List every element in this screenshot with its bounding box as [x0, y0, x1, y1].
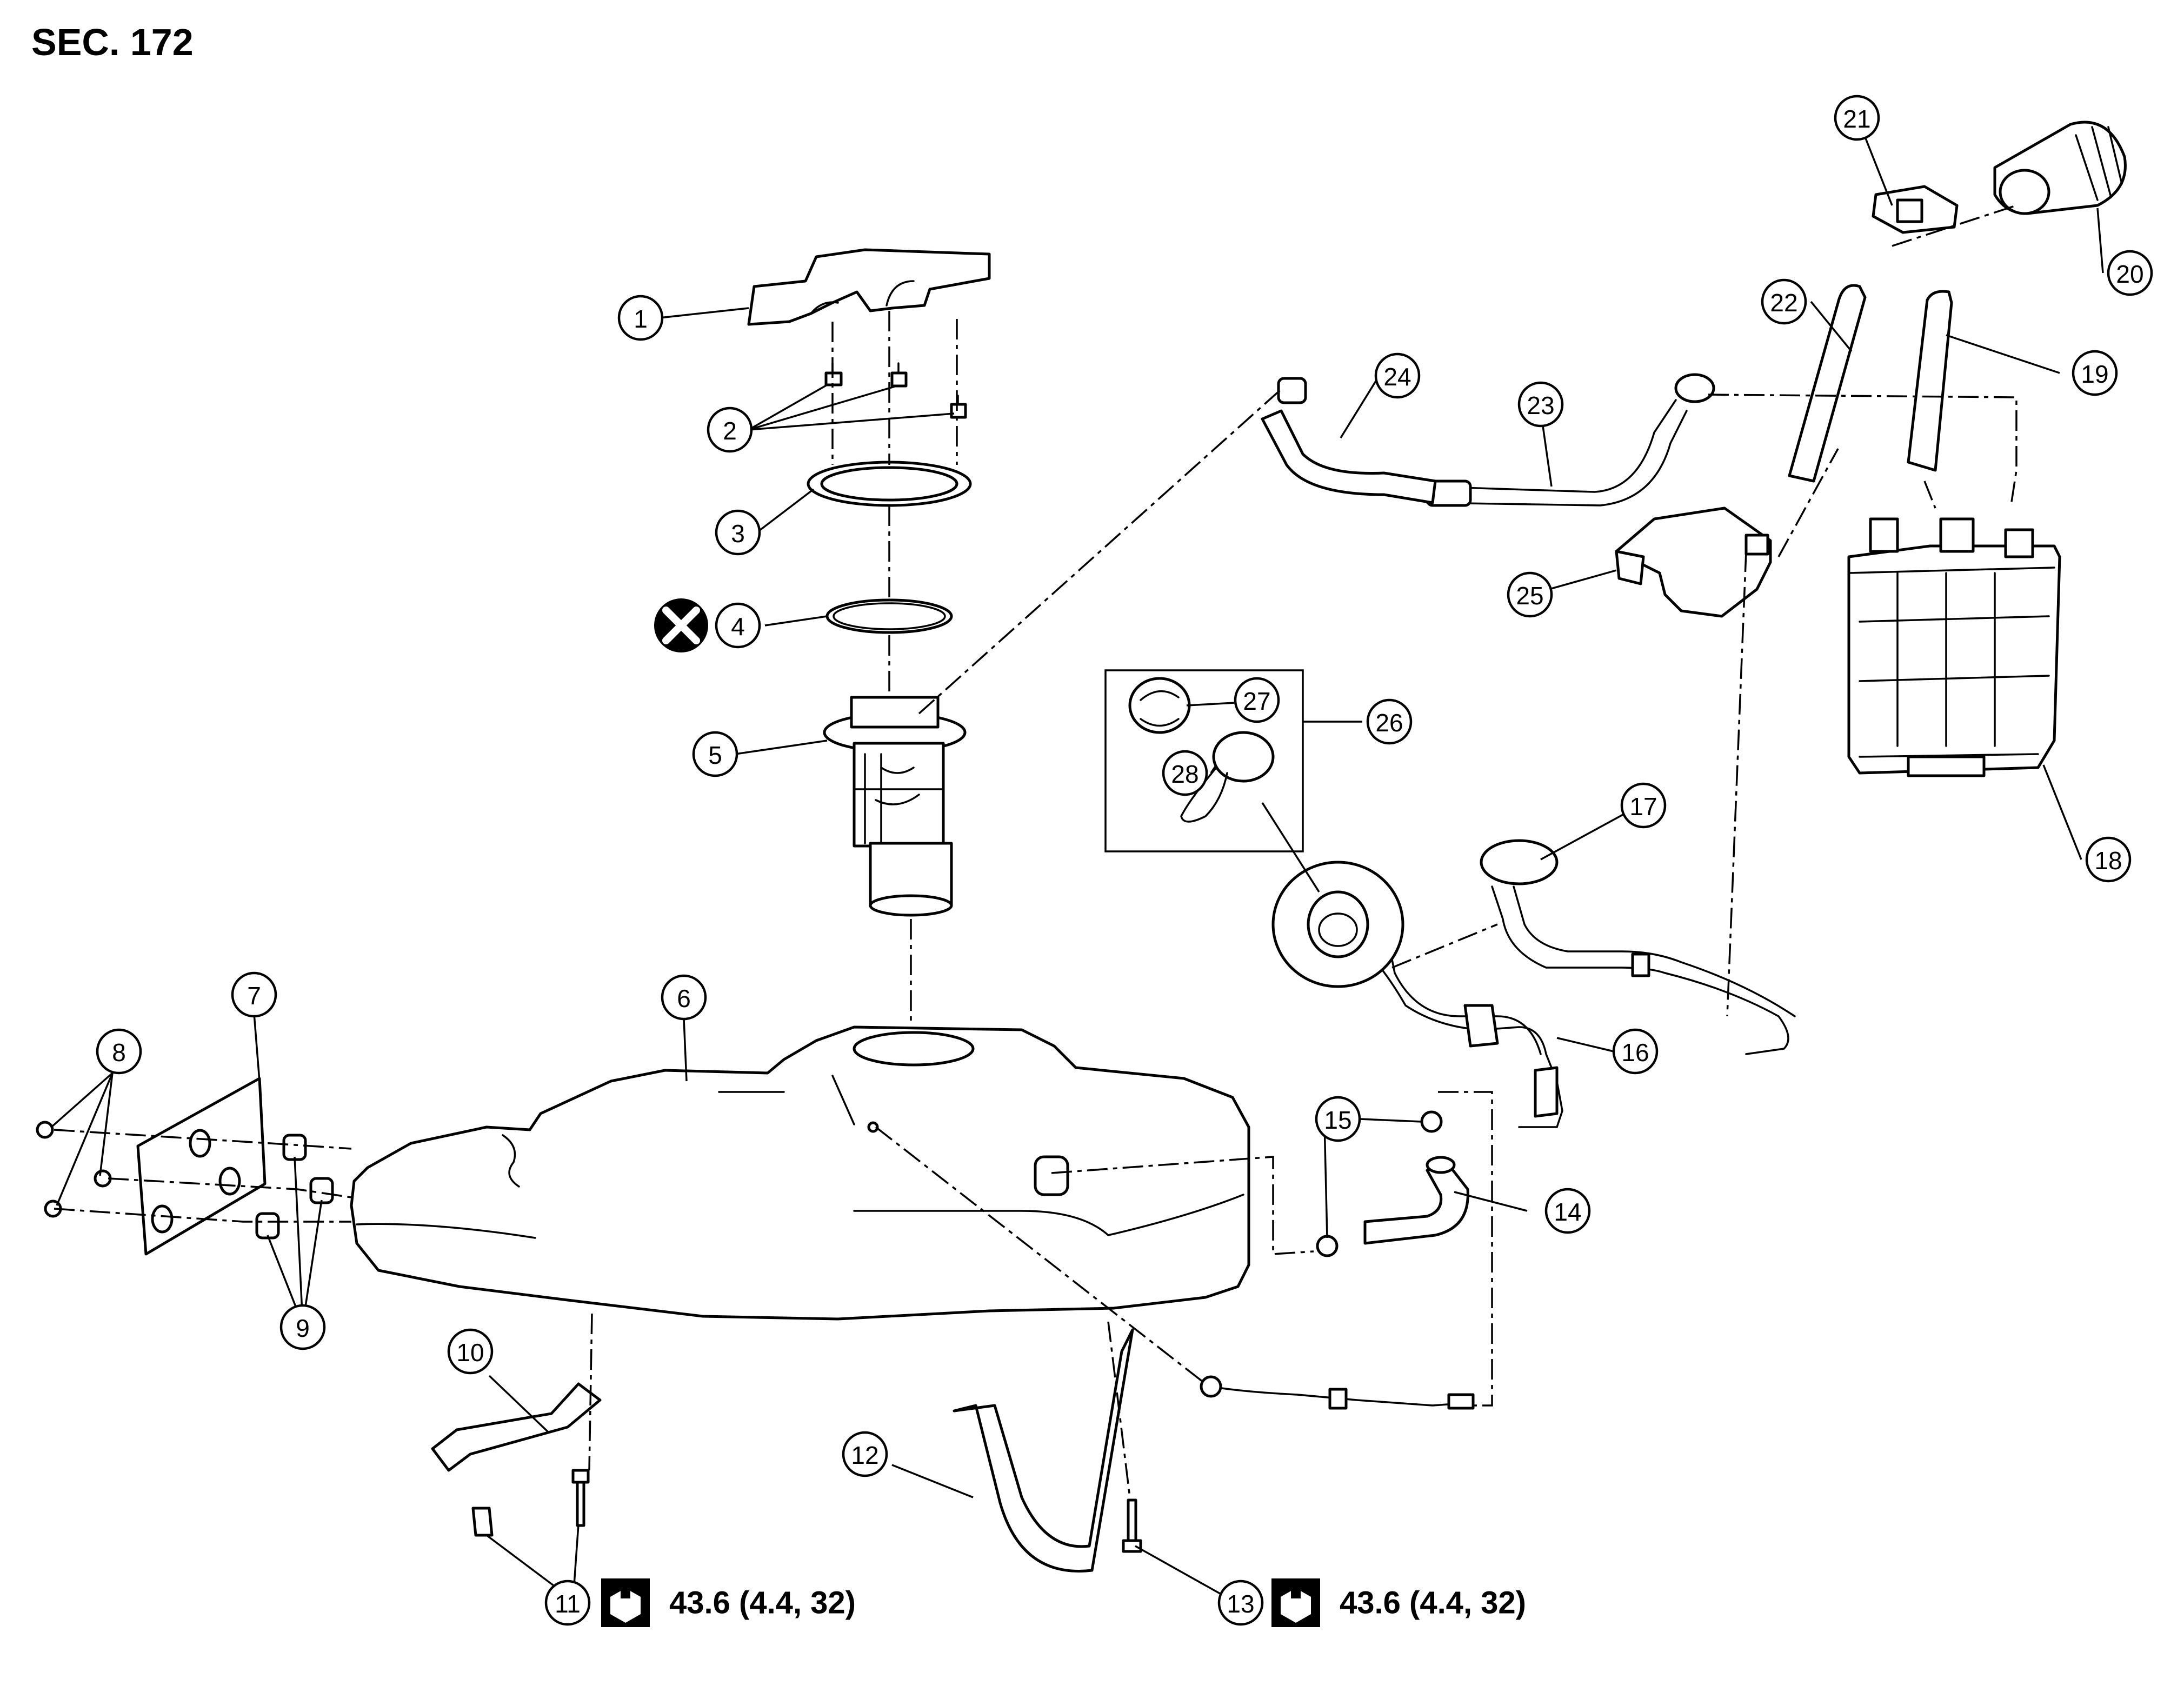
part-3-lock-ring — [807, 461, 972, 507]
svg-text:6: 6 — [677, 984, 691, 1012]
svg-text:25: 25 — [1516, 582, 1543, 610]
callout-14: 14 — [1544, 1188, 1591, 1234]
callout-20: 20 — [2107, 250, 2153, 296]
callout-22: 22 — [1761, 278, 1807, 325]
svg-text:9: 9 — [296, 1314, 310, 1342]
part-12-tank-strap — [953, 1328, 1134, 1573]
callout-15: 15 — [1315, 1096, 1361, 1142]
part-22-hose — [1788, 284, 1867, 483]
callout-17: 17 — [1620, 782, 1667, 829]
svg-text:27: 27 — [1243, 687, 1270, 715]
svg-text:17: 17 — [1629, 792, 1657, 821]
torque-spec-13: 43.6 (4.4, 32) — [1340, 1585, 1526, 1621]
part-16-filler-tube — [1356, 918, 1563, 1128]
part-23-evap-tube — [1426, 373, 1715, 507]
torque-spec-11: 43.6 (4.4, 32) — [669, 1585, 856, 1621]
svg-text:1: 1 — [634, 305, 648, 333]
svg-text:13: 13 — [1227, 1590, 1254, 1618]
callout-9: 9 — [279, 1304, 326, 1350]
svg-text:8: 8 — [112, 1038, 126, 1067]
svg-text:19: 19 — [2081, 360, 2108, 388]
callout-19: 19 — [2072, 350, 2118, 396]
x-circle-icon — [654, 598, 708, 652]
alignment-lines — [54, 204, 2017, 1498]
part-5-fuel-pump-assembly — [823, 696, 967, 917]
harness-connector — [1200, 1375, 1475, 1410]
callout-27: 27 — [1234, 677, 1280, 723]
svg-text:3: 3 — [731, 519, 745, 548]
svg-text:23: 23 — [1527, 391, 1554, 419]
svg-text:21: 21 — [1843, 105, 1870, 133]
svg-text:28: 28 — [1171, 760, 1198, 788]
part-27-filler-cap — [1128, 677, 1191, 734]
part-26-filler-neck — [1271, 861, 1404, 988]
part-21-drain-filter — [1872, 185, 1959, 234]
svg-text:22: 22 — [1770, 289, 1797, 317]
callout-12: 12 — [842, 1431, 888, 1477]
part-25-vent-separator — [1615, 507, 1772, 618]
svg-text:20: 20 — [2116, 260, 2143, 288]
part-7-insulator-plate — [136, 1077, 267, 1256]
part-15-hose-clamps — [1316, 1110, 1443, 1257]
svg-text:12: 12 — [851, 1441, 878, 1469]
svg-text:18: 18 — [2094, 847, 2122, 875]
callout-16: 16 — [1612, 1028, 1659, 1075]
callout-13: 13 — [1217, 1580, 1264, 1626]
callout-7: 7 — [231, 971, 277, 1018]
callout-24: 24 — [1374, 352, 1421, 399]
callout-10: 10 — [447, 1328, 494, 1375]
part-6-fuel-tank — [350, 1025, 1250, 1321]
svg-text:16: 16 — [1621, 1038, 1649, 1067]
part-14-filler-hose — [1363, 1156, 1469, 1245]
svg-text:24: 24 — [1383, 363, 1411, 391]
callout-8: 8 — [96, 1028, 142, 1075]
part-4-o-ring — [825, 598, 953, 634]
section-title: SEC. 172 — [31, 21, 194, 63]
part-18-evap-canister — [1847, 517, 2061, 777]
part-28-cap-tether — [1180, 731, 1275, 823]
part-17-cap-holder — [1480, 839, 1796, 1055]
part-9-spacers — [255, 1134, 334, 1240]
svg-text:15: 15 — [1324, 1106, 1351, 1134]
callout-18: 18 — [2085, 836, 2132, 883]
callout-6: 6 — [661, 974, 707, 1021]
callout-28: 28 — [1162, 750, 1208, 796]
callout-25: 25 — [1507, 571, 1553, 618]
svg-text:26: 26 — [1375, 709, 1403, 737]
callout-21: 21 — [1834, 95, 1880, 141]
wrench-icon — [601, 1578, 650, 1627]
part-1-protector — [747, 248, 991, 326]
part-24-evap-hose — [1261, 377, 1437, 504]
part-8-clips — [36, 1121, 112, 1218]
wrench-icon — [1271, 1578, 1320, 1627]
svg-text:14: 14 — [1554, 1198, 1581, 1226]
callout-3: 3 — [715, 509, 761, 556]
part-20-vent-control-valve — [1993, 121, 2127, 215]
svg-text:4: 4 — [731, 612, 745, 641]
callout-5: 5 — [692, 731, 738, 777]
callout-1: 1 — [617, 295, 664, 341]
svg-text:10: 10 — [456, 1338, 484, 1367]
part-13-bolt — [1122, 1498, 1142, 1553]
svg-text:5: 5 — [708, 741, 722, 769]
svg-text:11: 11 — [555, 1590, 581, 1618]
cap-inset-box — [1104, 669, 1304, 852]
svg-text:7: 7 — [247, 982, 261, 1010]
part-2-clips — [824, 362, 967, 419]
part-10-bracket — [431, 1382, 602, 1472]
part-19-hose — [1907, 290, 1953, 472]
callout-2: 2 — [707, 407, 753, 453]
callout-11: 11 — [544, 1580, 591, 1626]
callout-4: 4 — [715, 602, 761, 649]
part-11-bolts — [471, 1469, 590, 1537]
leader-lines — [50, 123, 2104, 1609]
callout-26: 26 — [1366, 698, 1413, 745]
svg-text:2: 2 — [723, 417, 737, 445]
callout-23: 23 — [1517, 381, 1564, 428]
